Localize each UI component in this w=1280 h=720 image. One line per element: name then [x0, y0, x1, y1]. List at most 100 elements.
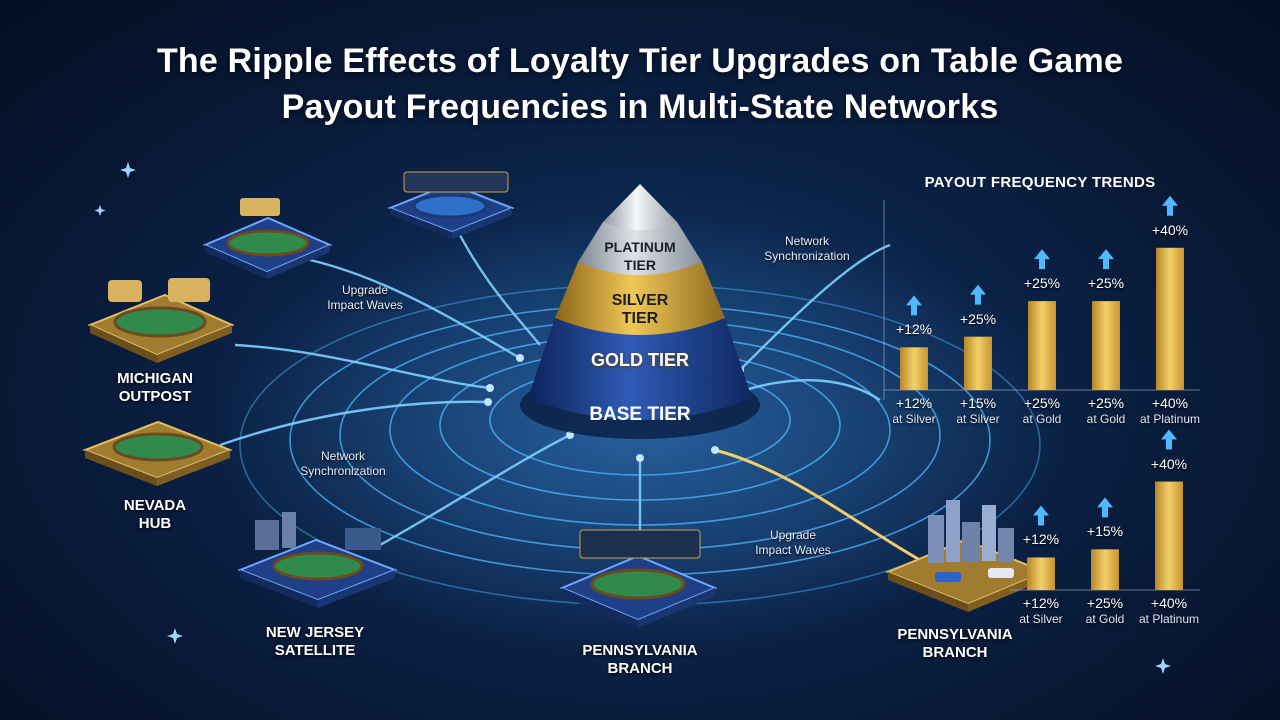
pennsylvania-right-platform: [885, 500, 1048, 612]
location-new-jersey: NEW JERSEY SATELLITE: [240, 624, 390, 660]
chart-0-bar-0: [900, 347, 928, 390]
chart-0-category-2: at Gold: [1022, 412, 1062, 426]
chart-1-arrow-icon-0: [1033, 505, 1049, 526]
chart-0-top-label-4: +40%: [1151, 221, 1189, 238]
chart-0-arrow-icon-2: [1034, 249, 1050, 270]
tier-base-line1: BASE TIER: [589, 404, 691, 425]
gold-connection-line: [714, 448, 921, 562]
chart-1-bar-1: [1091, 549, 1119, 590]
chart-1-bottom-value-2: +40%: [1150, 595, 1188, 611]
chart-0-arrow-icon-1: [970, 284, 986, 305]
chart-0-bottom-label-3: +25%at Gold: [1070, 395, 1142, 427]
chart-0-top-label-1: +25%: [959, 310, 997, 327]
top-center-platform: [387, 171, 515, 239]
page-title: The Ripple Effects of Loyalty Tier Upgra…: [0, 38, 1280, 130]
chart-0-bar-2: [1028, 301, 1056, 390]
chart-0-bottom-value-0: +12%: [895, 395, 933, 411]
upgrade-bottom-line2: Impact Waves: [755, 543, 831, 557]
tier-base-label: BASE TIER: [560, 404, 720, 425]
chart-1-bottom-value-1: +25%: [1086, 595, 1124, 611]
upgrade-impact-note-top: Upgrade Impact Waves: [310, 283, 420, 313]
chart-1-bar-0: [1027, 557, 1055, 590]
chart-1-top-label-2: +40%: [1150, 455, 1188, 472]
pennsylvania-right-line2: BRANCH: [922, 644, 988, 661]
chart-0-arrow-icon-4: [1162, 195, 1178, 216]
chart-1-bottom-label-1: +25%at Gold: [1069, 595, 1141, 627]
network-sync-note-left: Network Synchronization: [288, 449, 398, 479]
chart-0-bottom-label-0: +12%at Silver: [878, 395, 950, 427]
chart-1-category-2: at Platinum: [1138, 612, 1200, 626]
connection-lines: [219, 214, 891, 561]
sync-top-line1: Network: [784, 234, 829, 248]
chart-1-top-label-1: +15%: [1086, 523, 1124, 540]
sync-left-line1: Network: [320, 449, 365, 463]
chart-1-category-1: at Gold: [1085, 612, 1125, 626]
nevada-platform: [82, 420, 233, 486]
upgrade-impact-note-bottom: Upgrade Impact Waves: [738, 528, 848, 558]
chart-1-bar-2: [1155, 481, 1183, 590]
tier-silver-label: SILVER TIER: [590, 292, 690, 328]
chart-1-bottom-label-0: +12%at Silver: [1005, 595, 1077, 627]
tier-platinum-line1: PLATINUM: [604, 239, 676, 255]
payout-charts: [883, 195, 1200, 591]
chart-0-bar-1: [964, 336, 992, 390]
chart-0-bottom-value-3: +25%: [1087, 395, 1125, 411]
tier-platinum-label: PLATINUM TIER: [590, 238, 690, 274]
nevada-line1: NEVADA: [123, 497, 187, 514]
chart-1-arrow-icon-1: [1097, 497, 1113, 518]
chart-0-top-label-3: +25%: [1087, 275, 1125, 292]
chart-1-bottom-value-0: +12%: [1022, 595, 1060, 611]
chart-0-bottom-label-1: +15%at Silver: [942, 395, 1014, 427]
new-jersey-line1: NEW JERSEY: [265, 624, 365, 641]
chart-0-bottom-label-2: +25%at Gold: [1006, 395, 1078, 427]
pennsylvania-right-line1: PENNSYLVANIA: [897, 626, 1013, 643]
sparkles: [94, 162, 1171, 674]
michigan-platform: [87, 278, 235, 363]
nevada-line2: HUB: [138, 515, 172, 532]
pennsylvania-center-platform: [559, 529, 718, 628]
location-pennsylvania-right: PENNSYLVANIA BRANCH: [880, 626, 1030, 662]
location-nevada: NEVADA HUB: [90, 497, 220, 533]
tier-platinum-line2: TIER: [624, 257, 656, 273]
michigan-line2: OUTPOST: [118, 388, 192, 405]
chart-0-top-label-0: +12%: [895, 321, 933, 338]
chart-0-category-1: at Silver: [956, 412, 1000, 426]
chart-title: PAYOUT FREQUENCY TRENDS: [924, 174, 1156, 191]
chart-0-top-label-2: +25%: [1023, 275, 1061, 292]
upgrade-top-line1: Upgrade: [341, 283, 389, 297]
pennsylvania-center-line1: PENNSYLVANIA: [582, 642, 698, 659]
chart-0-bottom-value-4: +40%: [1151, 395, 1189, 411]
new-jersey-line2: SATELLITE: [274, 642, 356, 659]
chart-0-category-3: at Gold: [1086, 412, 1126, 426]
top-left-platform: [202, 198, 333, 279]
sync-left-line2: Synchronization: [300, 464, 386, 478]
chart-0-arrow-icon-3: [1098, 249, 1114, 270]
tier-silver-line2: TIER: [621, 310, 659, 327]
sync-top-line2: Synchronization: [764, 249, 850, 263]
tier-silver-line1: SILVER: [611, 292, 669, 309]
chart-0-arrow-icon-0: [906, 295, 922, 316]
title-line-1: The Ripple Effects of Loyalty Tier Upgra…: [156, 42, 1124, 80]
chart-0-bottom-label-4: +40%at Platinum: [1134, 395, 1206, 427]
chart-1-arrow-icon-2: [1161, 429, 1177, 450]
michigan-line1: MICHIGAN: [117, 370, 193, 387]
title-line-2: Payout Frequencies in Multi-State Networ…: [281, 88, 999, 126]
upgrade-bottom-line1: Upgrade: [769, 528, 817, 542]
chart-1-top-label-0: +12%: [1022, 531, 1060, 548]
tier-gold-line1: GOLD TIER: [591, 350, 689, 370]
network-sync-note-top: Network Synchronization: [752, 234, 862, 264]
chart-1-category-0: at Silver: [1019, 612, 1063, 626]
location-pennsylvania-center: PENNSYLVANIA BRANCH: [565, 642, 715, 678]
chart-0-bar-4: [1156, 247, 1184, 390]
pennsylvania-center-line2: BRANCH: [607, 660, 673, 677]
new-jersey-platform: [237, 512, 398, 608]
chart-1-bottom-label-2: +40%at Platinum: [1133, 595, 1205, 627]
tier-gold-label: GOLD TIER: [570, 351, 710, 369]
chart-0-category-0: at Silver: [892, 412, 936, 426]
chart-0-bottom-value-2: +25%: [1023, 395, 1061, 411]
loyalty-pyramid: [520, 184, 760, 439]
chart-0-bottom-value-1: +15%: [959, 395, 997, 411]
upgrade-top-line2: Impact Waves: [327, 298, 403, 312]
chart-0-bar-3: [1092, 301, 1120, 390]
